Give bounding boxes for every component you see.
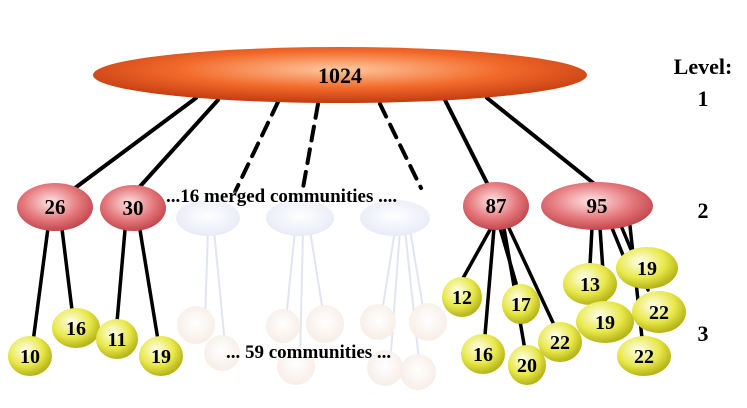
level2-node-30 bbox=[100, 185, 166, 231]
leaf-node bbox=[96, 319, 138, 359]
leaf-node bbox=[461, 334, 505, 374]
leaf-node bbox=[8, 336, 52, 376]
ghost-edge bbox=[404, 229, 421, 371]
ghost-leaf-node bbox=[400, 354, 436, 390]
level-number-2: 2 bbox=[697, 198, 709, 223]
level-number-3: 3 bbox=[697, 321, 709, 346]
ghost-community-node bbox=[176, 200, 240, 236]
edge-87-16 bbox=[483, 226, 496, 337]
leaf-node bbox=[139, 336, 183, 376]
ghost-edge bbox=[213, 229, 226, 346]
ghost-edge bbox=[389, 229, 401, 366]
leaf-node bbox=[508, 345, 546, 385]
root-edges bbox=[73, 96, 599, 194]
leaf-label: 10 bbox=[20, 346, 40, 368]
edge-root-26 bbox=[73, 96, 198, 190]
leaf-label: 16 bbox=[473, 344, 493, 366]
ghost-edge bbox=[204, 229, 209, 321]
level2-label: 95 bbox=[587, 194, 608, 218]
leaf-label: 12 bbox=[452, 287, 472, 309]
ghost-leaf-node bbox=[204, 335, 240, 371]
leaf-node bbox=[632, 291, 686, 333]
merged-communities-caption: ...16 merged communities .... bbox=[166, 186, 398, 207]
leaf-label: 17 bbox=[511, 294, 531, 316]
leaf-node bbox=[563, 263, 617, 305]
leaf-node bbox=[617, 336, 671, 376]
leaf-label: 22 bbox=[550, 332, 570, 354]
ghost-leaf-node bbox=[409, 303, 447, 341]
ghost-communities bbox=[176, 200, 447, 390]
edge-30-11 bbox=[115, 228, 127, 324]
leaf-label: 19 bbox=[595, 312, 615, 334]
level2-label: 87 bbox=[486, 194, 507, 218]
leaf-node bbox=[502, 284, 540, 324]
level2-label: 26 bbox=[45, 195, 66, 219]
ghost-leaf-node bbox=[266, 309, 300, 343]
level-header: Level: 1 bbox=[660, 54, 746, 112]
leaf-node bbox=[52, 308, 100, 348]
level2-label: 30 bbox=[123, 196, 144, 220]
level3-communities-caption: ... 59 communities ... bbox=[226, 342, 392, 363]
ghost-edge bbox=[299, 229, 304, 361]
ghost-leaf-node bbox=[177, 306, 215, 344]
edge-95-13 bbox=[588, 226, 594, 267]
leaf-node bbox=[576, 301, 634, 343]
leaf-label: 19 bbox=[637, 258, 657, 280]
root-label: 1024 bbox=[318, 63, 362, 88]
leaf-edges bbox=[31, 224, 650, 352]
leaf-node bbox=[442, 277, 482, 317]
level3-leaves: 10 16 11 19 12 16 17 20 22 13 19 19 bbox=[8, 247, 686, 385]
edge-root-merged bbox=[378, 102, 423, 190]
level2-node-95 bbox=[541, 182, 653, 230]
ghost-leaf-node bbox=[367, 350, 403, 386]
level-header-title: Level: bbox=[673, 54, 733, 79]
leaf-label: 16 bbox=[66, 318, 86, 340]
level2-node-26 bbox=[17, 183, 93, 231]
root-community-node bbox=[93, 47, 587, 103]
ghost-community-node bbox=[266, 200, 334, 236]
level2-node-87 bbox=[463, 182, 529, 230]
edge-root-30 bbox=[133, 98, 220, 194]
edge-root-merged bbox=[233, 100, 280, 194]
edge-root-95 bbox=[485, 96, 599, 188]
ghost-leaf-node bbox=[277, 347, 315, 385]
level-number-1: 1 bbox=[697, 86, 709, 111]
leaf-node bbox=[538, 322, 582, 362]
leaf-label: 11 bbox=[108, 329, 127, 351]
edge-root-87 bbox=[443, 98, 490, 187]
edge-26-10 bbox=[31, 226, 50, 344]
leaf-label: 22 bbox=[634, 346, 654, 368]
ghost-community-node bbox=[360, 200, 430, 236]
leaf-node bbox=[616, 247, 678, 289]
leaf-label: 20 bbox=[517, 355, 537, 377]
edge-26-16 bbox=[60, 227, 74, 312]
edge-30-19 bbox=[138, 228, 160, 342]
edge-87-22 bbox=[506, 224, 557, 329]
edge-root-merged bbox=[301, 102, 320, 190]
edge-95-19 bbox=[610, 226, 625, 257]
leaf-label: 19 bbox=[151, 346, 171, 368]
ghost-leaf-node bbox=[360, 304, 396, 340]
leaf-label: 13 bbox=[580, 274, 600, 296]
ghost-leaf-node bbox=[306, 305, 344, 343]
leaf-label: 22 bbox=[649, 302, 669, 324]
edge-87-12 bbox=[460, 226, 493, 282]
